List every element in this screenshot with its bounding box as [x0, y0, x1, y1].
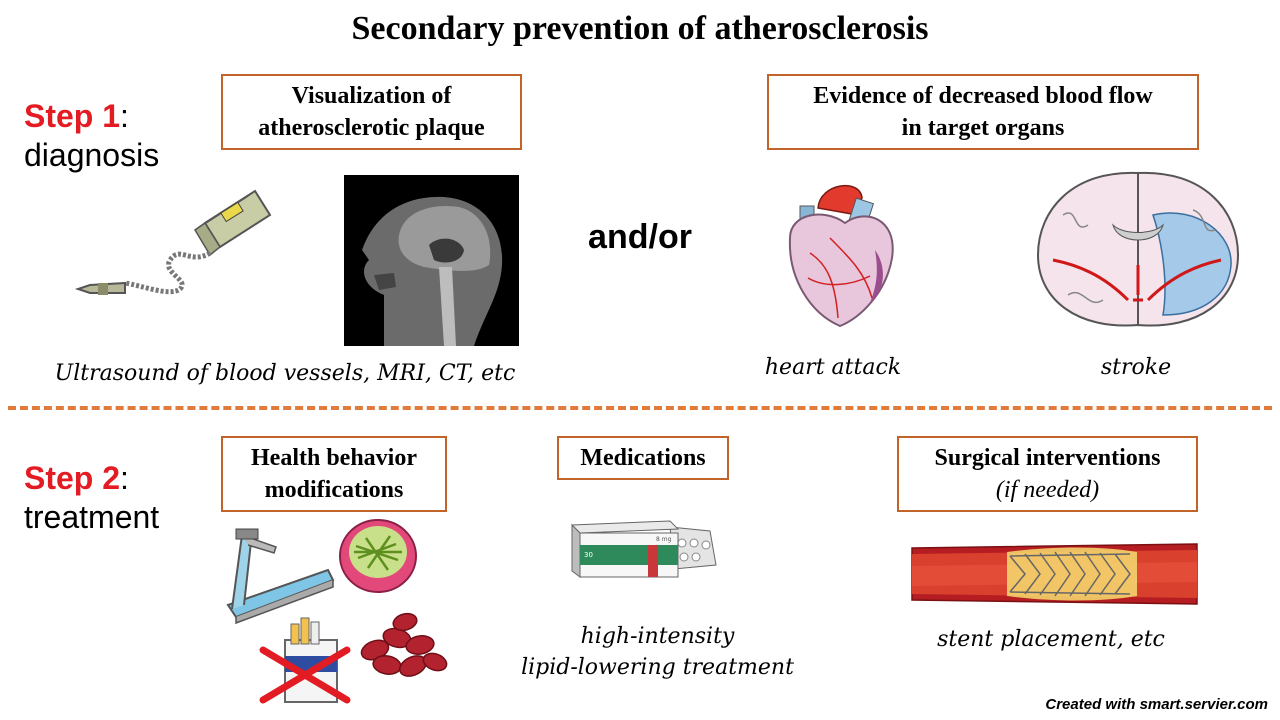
step-2-label: Step 2: treatment — [24, 460, 159, 536]
treadmill-icon — [226, 528, 335, 625]
stent-icon — [911, 543, 1198, 605]
step-2-subtitle: treatment — [24, 499, 160, 535]
visualization-box-line1: Visualization of — [291, 83, 452, 109]
evidence-box-line1: Evidence of decreased blood flow — [813, 83, 1153, 109]
step-2-colon: : — [120, 460, 129, 496]
evidence-box: Evidence of decreased blood flow in targ… — [767, 74, 1199, 150]
page-title: Secondary prevention of atherosclerosis — [351, 10, 929, 47]
stroke-caption: stroke — [1100, 355, 1172, 380]
health-box-line2: modifications — [264, 477, 404, 503]
health-behavior-box: Health behavior modifications — [221, 436, 447, 512]
heart-attack-caption: heart attack — [764, 355, 902, 380]
section-divider — [8, 406, 1272, 410]
step-1-colon: : — [120, 98, 129, 134]
ultrasound-device-icon — [74, 189, 272, 295]
brain-icon — [1036, 171, 1240, 327]
step-1-number: Step 1 — [24, 98, 121, 134]
visualization-box-line2: atherosclerotic plaque — [258, 115, 485, 141]
visualization-caption: Ultrasound of blood vessels, MRI, CT, et… — [54, 361, 516, 386]
health-box-line1: Health behavior — [251, 445, 417, 471]
heart-icon — [788, 184, 894, 328]
medications-caption-line1: high-intensity — [580, 624, 735, 649]
surgical-box-line1: Surgical interventions — [934, 445, 1161, 471]
crossed-cigarettes-icon — [259, 617, 351, 704]
surgical-caption: stent placement, etc — [937, 627, 1165, 652]
pill-box-dose: 8 mg — [656, 536, 672, 543]
evidence-box-line2: in target organs — [901, 115, 1065, 141]
step-1-subtitle: diagnosis — [24, 137, 160, 173]
credit-text: Created with smart.servier.com — [1045, 696, 1268, 713]
mri-head-icon — [344, 175, 519, 346]
medications-box: Medications — [557, 436, 729, 480]
visualization-box: Visualization of atherosclerotic plaque — [221, 74, 522, 150]
pill-box-icon: 30 8 mg — [570, 520, 717, 578]
medications-caption-line2: lipid-lowering treatment — [521, 655, 794, 680]
surgical-interventions-box: Surgical interventions (if needed) — [897, 436, 1198, 512]
step-2-number: Step 2 — [24, 460, 121, 496]
salad-bowl-icon — [339, 519, 417, 593]
medications-caption: high-intensity lipid-lowering treatment — [510, 621, 805, 683]
step-1-label: Step 1: diagnosis — [24, 98, 159, 174]
beans-icon — [360, 612, 448, 677]
pill-box-count: 30 — [584, 551, 593, 559]
and-or-connector: and/or — [588, 218, 692, 256]
surgical-box-line2: (if needed) — [995, 477, 1100, 503]
